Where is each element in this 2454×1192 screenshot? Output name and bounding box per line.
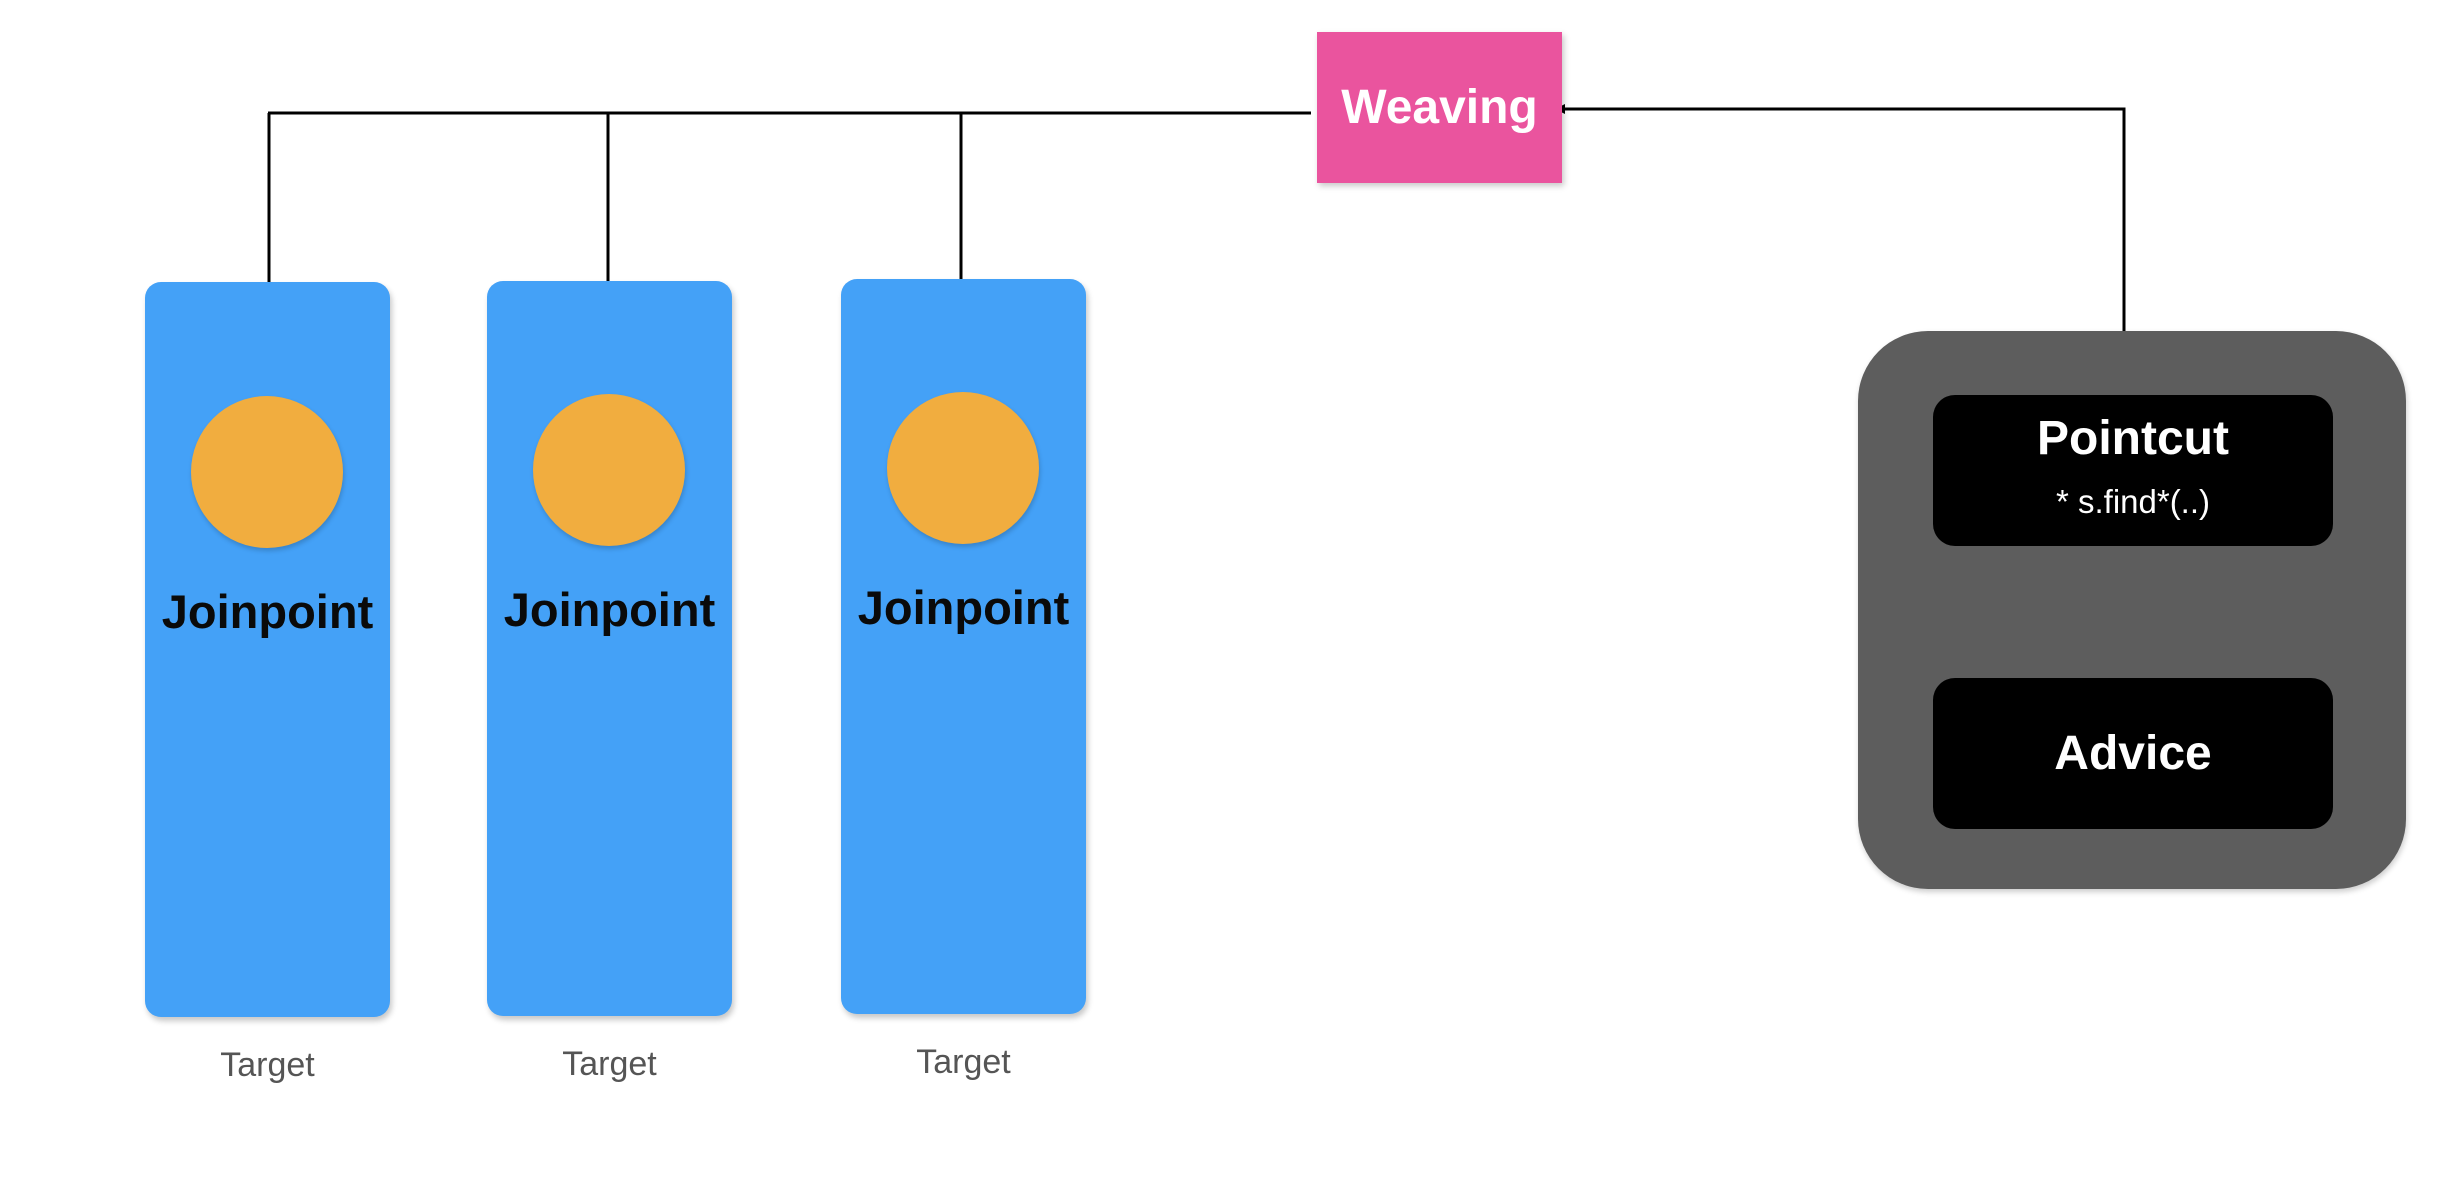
joinpoint-circle [533, 394, 685, 546]
joinpoint-label: Joinpoint [857, 581, 1070, 634]
aspect-to-weaving-arrow [1555, 104, 2126, 331]
target-column-2: Joinpoint [487, 281, 732, 1016]
joinpoint-label: Joinpoint [503, 583, 716, 636]
advice-label: Advice [2054, 727, 2212, 780]
joinpoint-circle [191, 396, 343, 548]
target-column-3: Joinpoint [841, 279, 1086, 1014]
aspect-container: Pointcut * s.find*(..) Advice [1858, 331, 2406, 889]
target-column-1: Joinpoint [145, 282, 390, 1017]
joinpoint-label: Joinpoint [161, 585, 374, 638]
weaving-label: Weaving [1341, 81, 1538, 134]
target-caption: Target [220, 1046, 315, 1084]
pointcut-expression: * s.find*(..) [2055, 483, 2211, 520]
target-caption: Target [562, 1045, 657, 1083]
pointcut-title: Pointcut [2037, 412, 2229, 465]
target-caption: Target [916, 1043, 1011, 1081]
weaving-box: Weaving [1317, 32, 1562, 183]
joinpoint-circle [887, 392, 1039, 544]
advice-box: Advice [1933, 678, 2333, 829]
pointcut-box: Pointcut * s.find*(..) [1933, 395, 2333, 546]
